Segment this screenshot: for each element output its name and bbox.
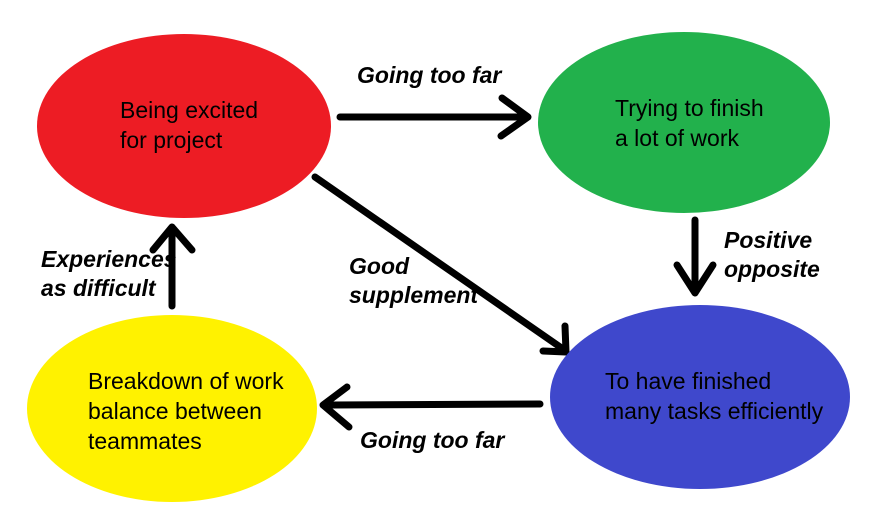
arrow-excited-to-finished — [311, 173, 570, 356]
node-label-have-finished: To have finished many tasks efficiently — [605, 368, 824, 424]
edge-label-going-too-far-bottom: Going too far — [360, 427, 505, 453]
node-being-excited — [37, 34, 331, 218]
node-have-finished — [550, 305, 850, 489]
arrow-finished-to-breakdown — [319, 383, 544, 431]
edge-label-positive-opposite: Positive opposite — [724, 227, 820, 282]
node-label-trying-to-finish: Trying to finish a lot of work — [615, 95, 764, 151]
arrow-trying-to-finished — [673, 216, 717, 297]
node-trying-to-finish — [538, 32, 830, 213]
node-label-breakdown: Breakdown of work balance between teamma… — [88, 368, 284, 454]
arrow-excited-to-trying — [336, 94, 532, 140]
node-label-being-excited: Being excited for project — [120, 97, 259, 153]
edge-label-experiences: Experiences as difficult — [41, 246, 177, 301]
edge-label-going-too-far-top: Going too far — [357, 62, 502, 88]
node-breakdown — [27, 315, 317, 502]
edge-label-good-supplement: Good supplement — [349, 253, 479, 308]
arrow-breakdown-to-excited — [149, 223, 196, 310]
